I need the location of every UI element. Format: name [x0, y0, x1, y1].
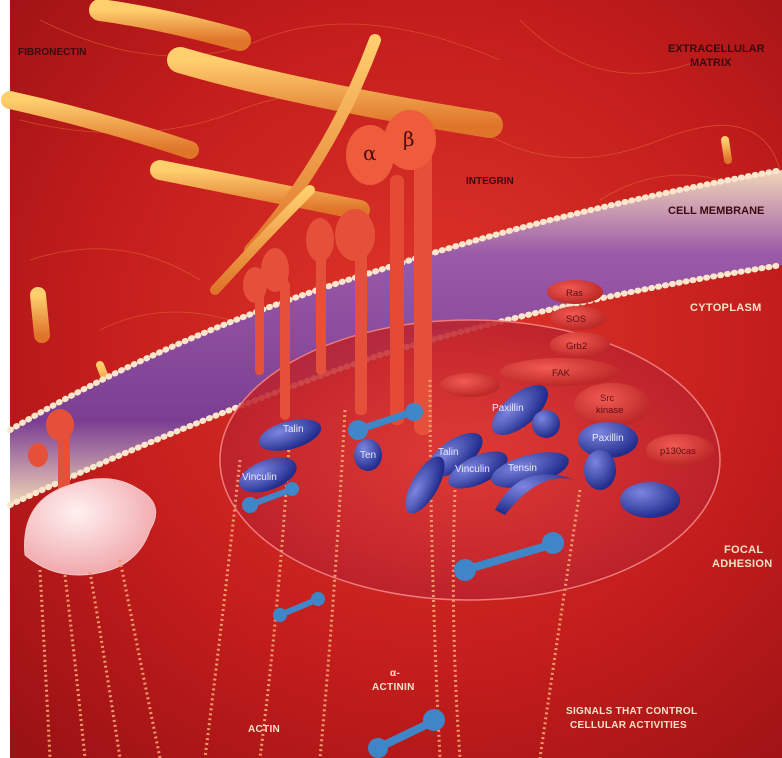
label-integrin: INTEGRIN — [466, 176, 514, 187]
integrin-stalk-4 — [280, 280, 290, 420]
label-actinin: ACTININ — [372, 682, 415, 693]
label-ras: Ras — [566, 288, 583, 299]
fiber-12 — [725, 140, 728, 160]
label-actin: ACTIN — [248, 724, 280, 735]
label-beta: β — [403, 127, 415, 151]
integrin-alpha-stalk — [390, 175, 404, 425]
label-cytoplasm: CYTOPLASM — [690, 302, 762, 314]
paxillin-knob — [532, 410, 560, 438]
left-margin — [0, 0, 10, 758]
label-signals-line1: SIGNALS THAT CONTROL — [566, 706, 697, 717]
fiber-10 — [38, 295, 42, 335]
label-paxillin-right: Paxillin — [592, 433, 624, 444]
integrin-stalk-3 — [316, 255, 326, 375]
paxillin-right-lower — [584, 450, 616, 490]
label-tensin-small: Ten — [360, 450, 376, 461]
label-talin-left: Talin — [283, 424, 304, 435]
label-vinculin-center: Vinculin — [455, 464, 490, 475]
integrin-beta-stalk — [414, 150, 432, 435]
label-talin-center: Talin — [438, 447, 459, 458]
label-adhesion: ADHESION — [712, 558, 772, 570]
fak-extension — [440, 373, 500, 397]
label-signals-line2: CELLULAR ACTIVITIES — [570, 720, 687, 731]
label-tensin: Tensin — [508, 463, 537, 474]
label-alpha: α — [363, 141, 377, 165]
label-focal: FOCAL — [724, 544, 763, 556]
integrin-stalk-5 — [255, 295, 264, 375]
label-cell-membrane: CELL MEMBRANE — [668, 205, 764, 217]
paxillin-right-foot — [620, 482, 680, 518]
label-sos: SOS — [566, 314, 586, 325]
label-matrix: MATRIX — [690, 57, 732, 69]
integrin-head-7 — [28, 443, 48, 467]
label-vinculin-left: Vinculin — [242, 472, 277, 483]
label-alpha-actinin-prefix: α- — [390, 668, 400, 679]
label-p130cas: p130cas — [660, 446, 696, 457]
label-grb2: Grb2 — [566, 341, 587, 352]
label-kinase: kinase — [596, 405, 623, 416]
label-paxillin: Paxillin — [492, 403, 524, 414]
label-extracellular: EXTRACELLULAR — [668, 43, 765, 55]
integrin-stalk-2 — [355, 245, 367, 415]
label-fibronectin: FIBRONECTIN — [18, 47, 86, 58]
label-src: Src — [600, 393, 615, 404]
label-fak: FAK — [552, 368, 571, 379]
